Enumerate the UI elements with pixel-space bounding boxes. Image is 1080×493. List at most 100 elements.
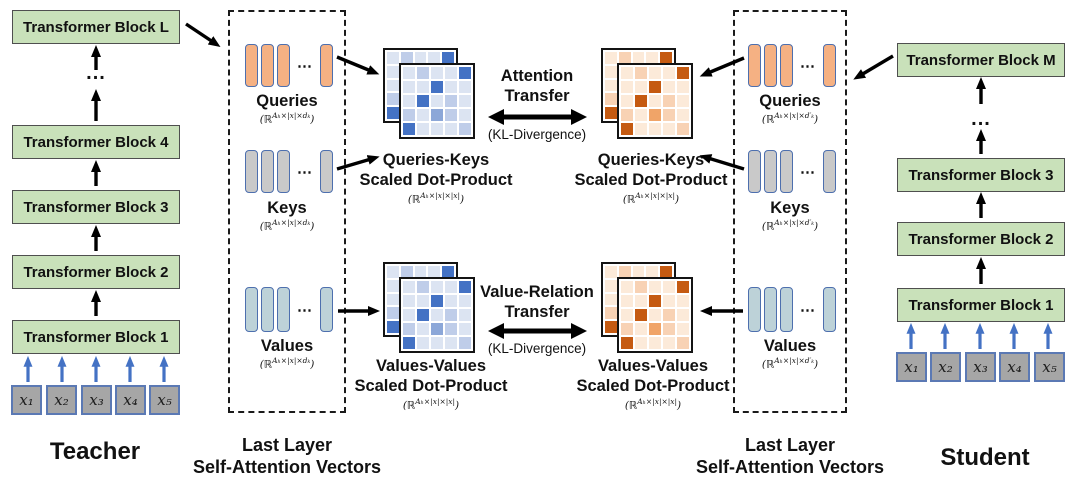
math-post: ) (814, 358, 819, 371)
matrix-cell (459, 309, 471, 321)
teacher-block-L-label: Transformer Block L (23, 18, 169, 36)
math-post: ) (814, 113, 819, 126)
matrix-cell (618, 266, 631, 278)
matrix-cell (605, 52, 617, 64)
attention-transfer-title: Attention Transfer (477, 66, 597, 106)
math-sup: Aₕ×|x|×d′ₖ (774, 356, 815, 365)
teacher-vv-dims: (ℝAₕ×|x|×|x|) (346, 397, 516, 412)
matrix-cell (605, 65, 617, 78)
math-sup: Aₕ×|x|×|x| (635, 191, 676, 200)
matrix-cell (387, 107, 399, 119)
query-vector-bar (764, 44, 777, 87)
math-post: ) (310, 220, 315, 233)
teacher-block-2: Transformer Block 2 (12, 255, 180, 289)
matrix-cell (605, 93, 617, 106)
teacher-panel-caption: Last Layer Self-Attention Vectors (187, 435, 387, 478)
qk-title-line1: Queries-Keys (597, 151, 705, 169)
matrix-cell (403, 81, 415, 93)
student-vv-product-label: Values-Values Scaled Dot-Product (568, 356, 738, 396)
matrix-cell (621, 123, 633, 135)
value-relation-transfer-note: (KL-Divergence) (487, 341, 587, 356)
math-pre: (ℝ (259, 358, 273, 371)
math-pre: (ℝ (622, 193, 636, 206)
math-sup: Aₕ×|x|×dₖ (272, 111, 311, 120)
student-vv-matrix-front (617, 277, 693, 353)
math-post: ) (455, 399, 460, 412)
math-sup: Aₕ×|x|×|x| (415, 397, 456, 406)
query-vector-bar (277, 44, 290, 87)
key-vector-bar (823, 150, 836, 193)
student-keys-vectors: ⋯ (748, 150, 836, 193)
matrix-cell (635, 81, 647, 93)
math-pre: (ℝ (402, 399, 416, 412)
matrix-cell (403, 337, 415, 349)
matrix-cell (459, 323, 471, 335)
student-qk-dims: (ℝAₕ×|x|×|x|) (566, 191, 736, 206)
math-sup: Aₕ×|x|×dₖ (272, 218, 311, 227)
matrix-cell (635, 323, 647, 335)
qk-title-line1: Queries-Keys (382, 151, 490, 169)
teacher-input-arrows (23, 355, 169, 382)
teacher-keys-label: Keys (267, 199, 307, 217)
student-qk-product-label: Queries-Keys Scaled Dot-Product (566, 150, 736, 190)
matrix-cell (417, 109, 429, 121)
value-vector-bar (245, 287, 258, 332)
matrix-cell (403, 67, 415, 79)
matrix-cell (663, 323, 675, 335)
matrix-cell (417, 323, 429, 335)
matrix-cell (621, 295, 633, 307)
student-input-x5: x₅ (1034, 352, 1065, 382)
teacher-input-x1: x₁ (11, 385, 42, 415)
matrix-cell (605, 293, 617, 306)
teacher-block-1-label: Transformer Block 1 (23, 328, 169, 346)
vv-title-line1: Values-Values (375, 357, 487, 375)
matrix-cell (646, 52, 659, 64)
matrix-cell (459, 123, 471, 135)
matrix-cell (677, 281, 689, 293)
query-vector-bar (748, 44, 761, 87)
matrix-cell (414, 52, 427, 64)
matrix-cell (632, 266, 645, 278)
matrix-cell (663, 281, 675, 293)
teacher-queries-label: Queries (256, 92, 318, 110)
matrix-cell (663, 295, 675, 307)
matrix-cell (635, 337, 647, 349)
matrix-cell (663, 309, 675, 321)
matrix-cell (445, 95, 457, 107)
teacher-input-x1-label: x₁ (19, 391, 34, 409)
matrix-cell (387, 52, 399, 64)
matrix-cell (635, 109, 647, 121)
vector-ellipsis: ⋯ (297, 57, 313, 75)
matrix-cell (431, 95, 443, 107)
matrix-cell (663, 337, 675, 349)
matrix-cell (677, 67, 689, 79)
matrix-cell (459, 67, 471, 79)
matrix-cell (677, 81, 689, 93)
matrix-cell (403, 109, 415, 121)
caption-line2: Self-Attention Vectors (192, 456, 382, 477)
matrix-cell (431, 323, 443, 335)
student-queries-vectors: ⋯ (748, 44, 836, 87)
vector-ellipsis: ⋯ (800, 163, 816, 181)
vector-ellipsis: ⋯ (800, 301, 816, 319)
teacher-vv-product-label: Values-Values Scaled Dot-Product (346, 356, 516, 396)
math-post: ) (677, 399, 682, 412)
vector-ellipsis: ⋯ (297, 301, 313, 319)
vv-title-line2: Scaled Dot-Product (354, 377, 508, 395)
matrix-cell (663, 67, 675, 79)
query-vector-bar (261, 44, 274, 87)
matrix-cell (605, 266, 617, 278)
matrix-cell (660, 266, 672, 278)
student-label: Student (940, 444, 1030, 471)
math-pre: (ℝ (624, 399, 638, 412)
matrix-cell (403, 309, 415, 321)
arrowhead-right-icon (571, 109, 587, 125)
matrix-cell (635, 123, 647, 135)
matrix-cell (445, 123, 457, 135)
matrix-cell (663, 123, 675, 135)
student-input-x5-label: x₅ (1042, 358, 1057, 376)
teacher-to-panel-arrow (185, 22, 221, 47)
matrix-cell (428, 52, 441, 64)
matrix-cell (605, 279, 617, 292)
